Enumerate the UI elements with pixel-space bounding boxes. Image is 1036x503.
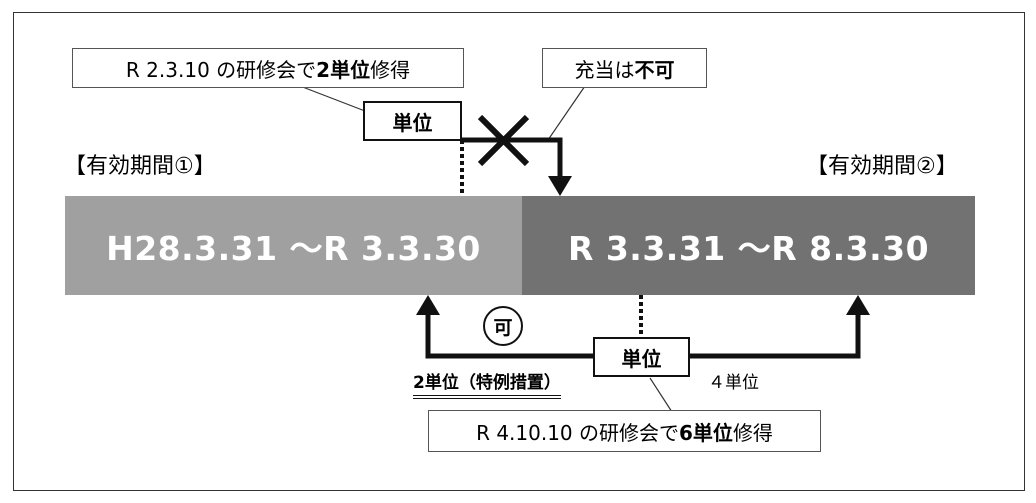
top-right-note-pre: 充当は bbox=[574, 57, 635, 82]
period2-label: 【有効期間②】 bbox=[806, 154, 958, 179]
bottom-note-pre: R 4.10.10 の研修会で bbox=[476, 420, 680, 445]
period1-label: 【有効期間①】 bbox=[64, 154, 216, 179]
bottom-note-bold: 6単位 bbox=[679, 420, 733, 445]
top-left-note: R 2.3.10 の研修会で 2単位 修得 bbox=[72, 48, 464, 88]
bottom-note-post: 修得 bbox=[732, 420, 773, 445]
unit-box-bottom: 単位 bbox=[593, 337, 690, 377]
period2-bar: R 3.3.31 ～R 8.3.30 bbox=[522, 196, 975, 295]
blocked-arrow-line bbox=[462, 137, 563, 176]
allowed-arrowhead-right bbox=[846, 295, 870, 315]
allowed-arrow-left-line bbox=[425, 315, 593, 359]
allowed-arrow-right-line bbox=[690, 315, 861, 359]
top-right-note-bold: 不可 bbox=[634, 57, 675, 82]
top-left-note-post: 修得 bbox=[370, 57, 411, 82]
allowed-mark: 可 bbox=[483, 306, 523, 346]
allowed-arrowhead-left bbox=[416, 295, 440, 315]
leader-line-top-right bbox=[547, 85, 586, 141]
allowed-mark-label: 可 bbox=[493, 316, 513, 339]
left-branch-label: 2単位（特例措置） bbox=[413, 368, 561, 399]
cross-icon bbox=[477, 114, 530, 167]
unit-box-top: 単位 bbox=[363, 101, 462, 141]
bottom-note: R 4.10.10 の研修会で 6単位 修得 bbox=[428, 410, 821, 452]
period1-range: H28.3.31 ～R 3.3.30 bbox=[106, 228, 481, 268]
blocked-arrowhead bbox=[548, 176, 572, 196]
unit-box-top-label: 単位 bbox=[392, 110, 433, 135]
diagram-frame bbox=[13, 12, 1025, 491]
period2-range: R 3.3.31 ～R 8.3.30 bbox=[567, 228, 930, 268]
period1-bar: H28.3.31 ～R 3.3.30 bbox=[65, 196, 522, 295]
leader-line-bottom bbox=[649, 377, 673, 413]
right-branch-label: ４単位 bbox=[708, 373, 759, 393]
top-left-note-bold: 2単位 bbox=[316, 57, 371, 82]
unit-box-bottom-label: 単位 bbox=[621, 346, 662, 371]
top-left-note-pre: R 2.3.10 の研修会で bbox=[125, 57, 317, 82]
top-right-note: 充当は 不可 bbox=[542, 48, 707, 88]
